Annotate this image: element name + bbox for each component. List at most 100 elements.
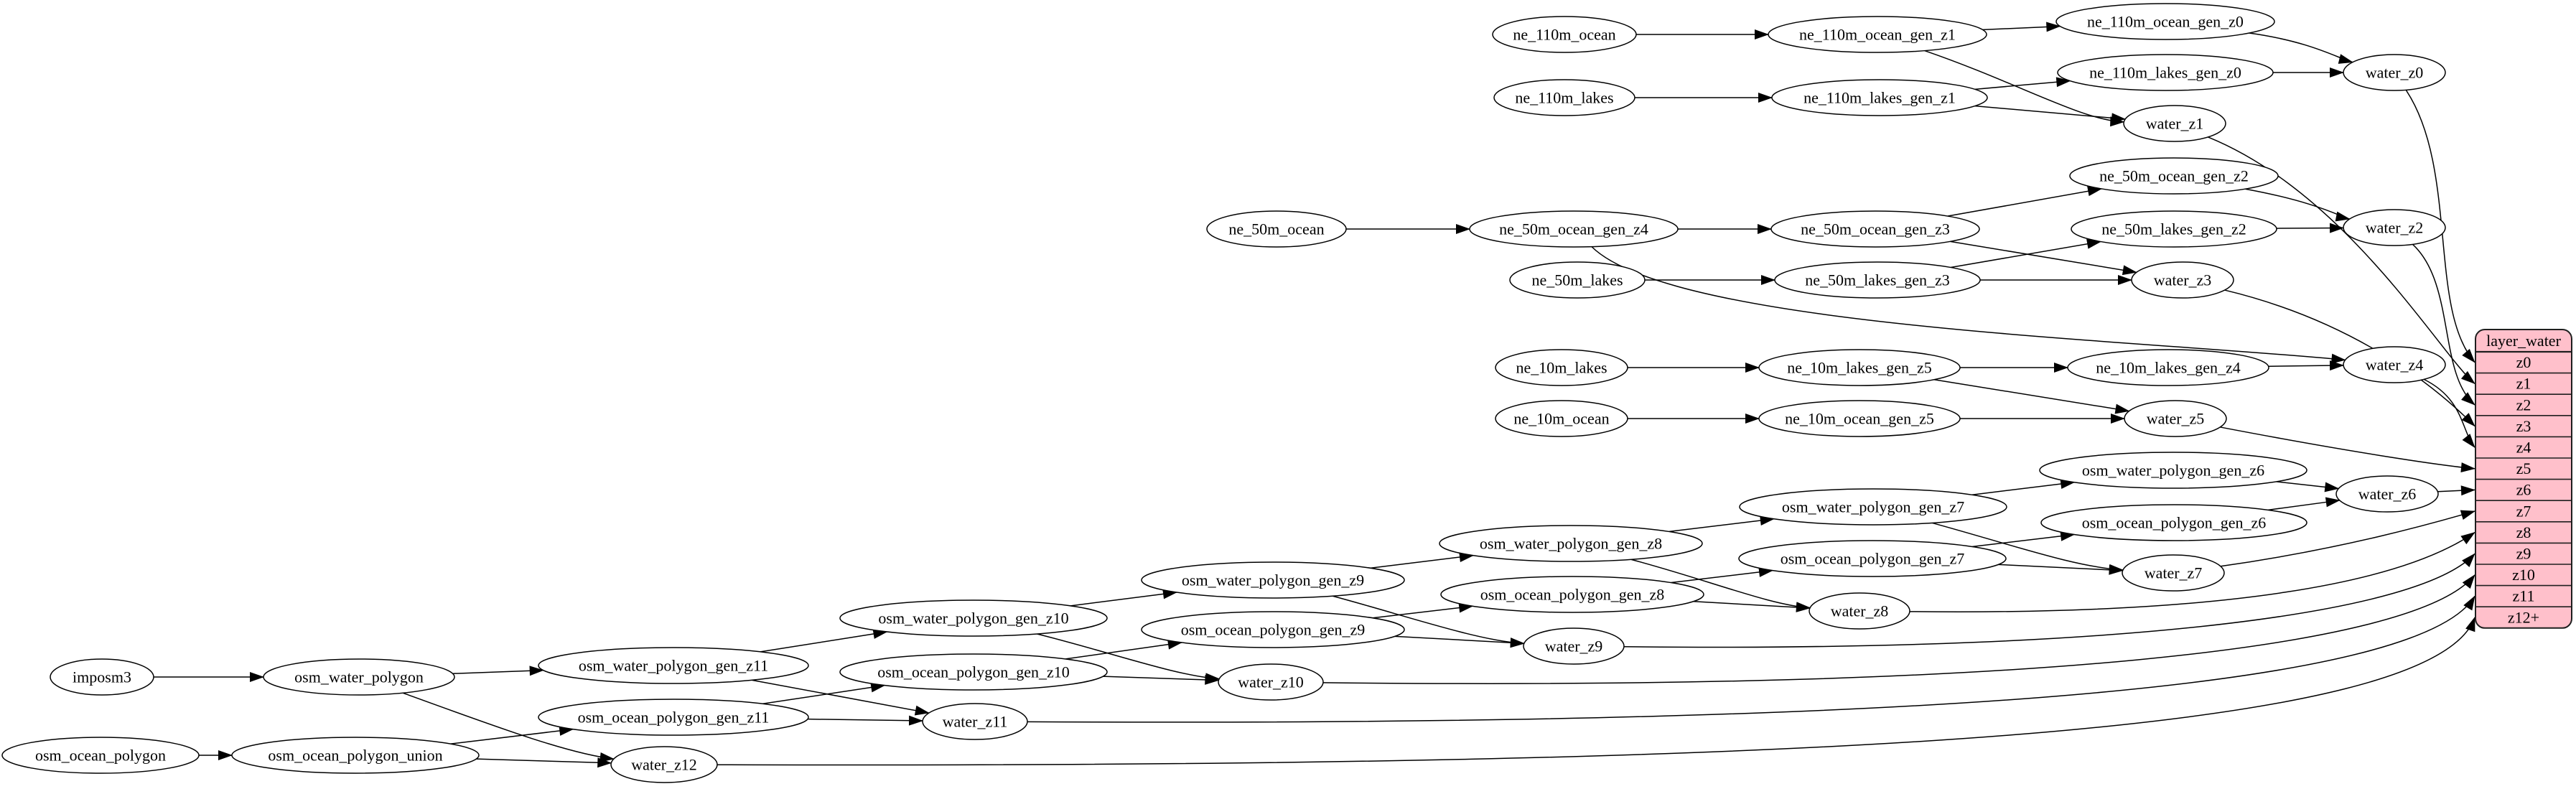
node-label: water_z12	[631, 755, 697, 773]
node-ne_10m_lakes_gen_z4: ne_10m_lakes_gen_z4	[2067, 349, 2269, 386]
node-ne_50m_ocean: ne_50m_ocean	[1206, 210, 1347, 248]
node-ellipse	[1495, 400, 1628, 437]
node-osm_water_polygon_gen_z7: osm_water_polygon_gen_z7	[1739, 488, 2007, 526]
edge-osm_ocean_polygon_gen_z11-to-osm_ocean_polygon_gen_z10	[762, 682, 886, 704]
node-label: water_z7	[2145, 564, 2203, 582]
edge-water_z4-to-layer_water-z4	[2423, 378, 2475, 448]
node-ellipse	[538, 699, 809, 736]
node-ellipse	[538, 647, 809, 684]
table-row-z0: z0	[2516, 353, 2531, 371]
node-osm_water_polygon_gen_z10: osm_water_polygon_gen_z10	[839, 599, 1108, 637]
node-ellipse	[2343, 209, 2446, 246]
table-header-label: layer_water	[2486, 332, 2561, 350]
edge-osm_ocean_polygon_gen_z10-to-osm_ocean_polygon_gen_z9	[1065, 639, 1182, 660]
node-label: water_z4	[2366, 355, 2424, 373]
node-ellipse	[2343, 346, 2446, 383]
node-osm_ocean_polygon_gen_z10: osm_ocean_polygon_gen_z10	[839, 653, 1108, 691]
node-label: osm_ocean_polygon_union	[268, 746, 442, 764]
node-ellipse	[2123, 105, 2226, 142]
node-imposm3: imposm3	[50, 658, 154, 696]
node-osm_water_polygon_gen_z11: osm_water_polygon_gen_z11	[538, 647, 809, 684]
node-label: osm_ocean_polygon	[35, 746, 166, 764]
edge-osm_water_polygon-to-water_z12	[402, 692, 615, 762]
node-ellipse	[1758, 400, 1961, 437]
node-ellipse	[1739, 488, 2007, 526]
node-ellipse	[2071, 210, 2277, 248]
node-ne_110m_ocean_gen_z1: ne_110m_ocean_gen_z1	[1768, 16, 1987, 53]
edge-ne_110m_lakes_gen_z1-to-water_z1	[1974, 105, 2127, 123]
edge-osm_water_polygon_gen_z9-to-osm_water_polygon_gen_z8	[1370, 552, 1474, 569]
table-row-z5: z5	[2516, 459, 2531, 477]
node-ellipse	[1495, 349, 1628, 386]
table-row-z4: z4	[2516, 438, 2531, 456]
edge-ne_50m_ocean_gen_z4-to-water_z4	[1591, 246, 2346, 364]
node-ellipse	[2040, 504, 2307, 541]
node-label: water_z10	[1238, 673, 1304, 691]
node-water_z0: water_z0	[2343, 54, 2446, 91]
edge-osm_ocean_polygon_gen_z11-to-water_z11	[807, 715, 924, 726]
node-water_z3: water_z3	[2131, 261, 2234, 299]
node-ellipse	[1770, 210, 1980, 248]
node-label: ne_50m_ocean	[1228, 220, 1324, 238]
node-label: ne_110m_lakes	[1515, 88, 1613, 106]
edge-water_z2-to-layer_water-z2	[2412, 243, 2475, 406]
node-ellipse	[1141, 561, 1405, 599]
edge-ne_10m_lakes_gen_z4-to-water_z4	[2268, 360, 2345, 371]
table-row-z8: z8	[2516, 523, 2531, 541]
node-label: water_z2	[2366, 218, 2424, 236]
edge-ne_50m_ocean_gen_z3-to-ne_50m_ocean_gen_z2	[1947, 186, 2103, 217]
node-ellipse	[2343, 54, 2446, 91]
node-ellipse	[1141, 611, 1405, 648]
node-water_z11: water_z11	[922, 703, 1028, 740]
node-label: water_z5	[2147, 409, 2205, 427]
node-ne_110m_lakes: ne_110m_lakes	[1493, 79, 1635, 116]
node-ne_10m_lakes_gen_z5: ne_10m_lakes_gen_z5	[1758, 349, 1961, 386]
node-ellipse	[1, 737, 200, 774]
node-osm_ocean_polygon_union: osm_ocean_polygon_union	[231, 737, 480, 774]
node-ellipse	[1771, 79, 1988, 116]
node-osm_ocean_polygon_gen_z11: osm_ocean_polygon_gen_z11	[538, 699, 809, 736]
edge-osm_ocean_polygon_gen_z9-to-water_z9	[1394, 635, 1525, 648]
node-ellipse	[1809, 592, 1910, 630]
node-ellipse	[1492, 16, 1637, 53]
node-label: water_z1	[2146, 114, 2204, 132]
node-label: osm_ocean_polygon_gen_z9	[1181, 620, 1366, 638]
edge-water_z10-to-layer_water-z10	[1322, 574, 2475, 684]
node-label: osm_water_polygon_gen_z7	[1782, 498, 1964, 515]
node-label: ne_50m_lakes_gen_z2	[2101, 220, 2246, 238]
table-row-z1: z1	[2516, 375, 2531, 393]
node-ellipse	[922, 703, 1028, 740]
node-label: ne_110m_ocean_gen_z1	[1799, 25, 1956, 43]
node-water_z12: water_z12	[610, 746, 718, 783]
node-ellipse	[2335, 475, 2439, 513]
node-label: ne_110m_lakes_gen_z0	[2089, 63, 2241, 81]
edge-water_z8-to-layer_water-z8	[1909, 531, 2475, 612]
node-ellipse	[610, 746, 718, 783]
node-ellipse	[2057, 54, 2274, 91]
node-water_z6: water_z6	[2335, 475, 2439, 513]
node-ellipse	[1758, 349, 1961, 386]
node-ellipse	[2039, 452, 2307, 489]
node-label: osm_ocean_polygon_gen_z7	[1781, 549, 1965, 567]
edge-ne_110m_ocean_gen_z0-to-water_z0	[2249, 32, 2353, 64]
node-ne_50m_ocean_gen_z2: ne_50m_ocean_gen_z2	[2069, 157, 2279, 195]
edge-water_z0-to-layer_water-z0	[2405, 89, 2475, 363]
node-ne_50m_lakes_gen_z2: ne_50m_lakes_gen_z2	[2071, 210, 2277, 248]
edge-osm_ocean_polygon_union-to-water_z12	[476, 757, 612, 768]
table-row-z7: z7	[2516, 502, 2531, 520]
node-osm_water_polygon_gen_z9: osm_water_polygon_gen_z9	[1141, 561, 1405, 599]
node-label: imposm3	[73, 668, 131, 686]
node-label: ne_110m_lakes_gen_z1	[1803, 88, 1956, 106]
node-label: osm_water_polygon_gen_z10	[878, 609, 1068, 627]
node-label: ne_10m_lakes_gen_z5	[1787, 358, 1932, 376]
node-ellipse	[2069, 157, 2279, 195]
node-ellipse	[2131, 261, 2234, 299]
node-ne_10m_ocean_gen_z5: ne_10m_ocean_gen_z5	[1758, 400, 1961, 437]
node-ellipse	[1523, 627, 1625, 665]
node-ellipse	[263, 658, 455, 696]
edge-osm_water_polygon_gen_z8-to-water_z8	[1630, 559, 1811, 612]
node-osm_water_polygon_gen_z6: osm_water_polygon_gen_z6	[2039, 452, 2307, 489]
node-ellipse	[839, 653, 1108, 691]
